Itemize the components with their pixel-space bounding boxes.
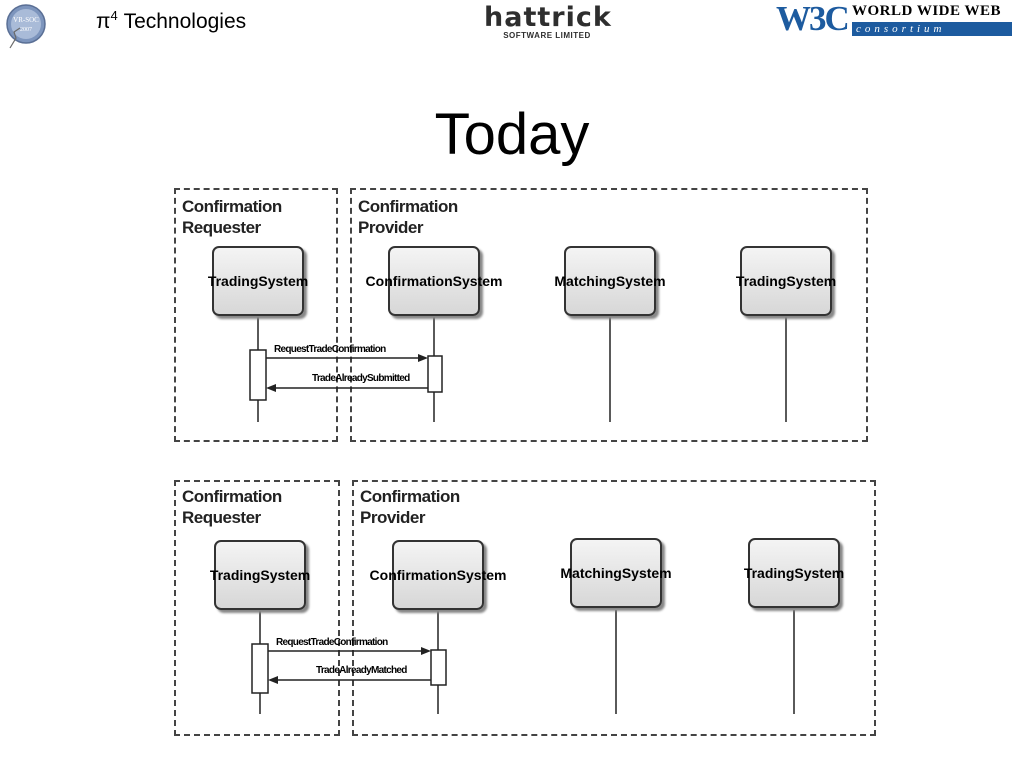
- hattrick-logo: hattrick SOFTWARE LIMITED: [484, 2, 612, 40]
- company-name: π4 Technologies: [96, 8, 247, 33]
- arrowhead-request: [421, 647, 431, 655]
- svg-text:2007: 2007: [20, 27, 32, 33]
- provider-zone: [352, 480, 876, 736]
- message-label-request: RequestTradeConfirmation: [276, 637, 388, 648]
- provider-zone: [350, 188, 868, 442]
- hattrick-subtitle: SOFTWARE LIMITED: [503, 31, 591, 40]
- slide-title: Today: [434, 102, 590, 167]
- hattrick-wordmark: hattrick: [484, 2, 612, 33]
- message-label-response: TradeAlreadyMatched: [316, 665, 407, 676]
- svg-text:VR-SOC: VR-SOC: [13, 16, 39, 24]
- requester-zone: [174, 480, 340, 736]
- sequence-lines: [249, 316, 787, 422]
- arrowhead-response: [266, 384, 276, 392]
- requester-zone: [174, 188, 338, 442]
- activation-requester: [249, 349, 267, 401]
- slide-header: VR-SOC 2007 π4 Technologies hattrick SOF…: [0, 0, 1024, 49]
- activation-confirmation: [427, 355, 443, 393]
- activation-requester: [251, 643, 269, 694]
- w3c-wordmark: WORLD WIDE WEB: [852, 3, 1001, 19]
- sequence-lines: [251, 610, 795, 714]
- activation-confirmation: [430, 649, 447, 686]
- w3c-mark: W3C: [776, 0, 850, 38]
- w3c-logo: W3C WORLD WIDE WEB consortium: [776, 0, 1016, 40]
- message-label-request: RequestTradeConfirmation: [274, 344, 386, 355]
- vr-soc-seal-logo: VR-SOC 2007: [6, 4, 46, 49]
- arrowhead-request: [418, 354, 428, 362]
- message-label-response: TradeAlreadySubmitted: [312, 373, 410, 384]
- arrowhead-response: [268, 676, 278, 684]
- w3c-consortium-band: consortium: [852, 22, 1012, 36]
